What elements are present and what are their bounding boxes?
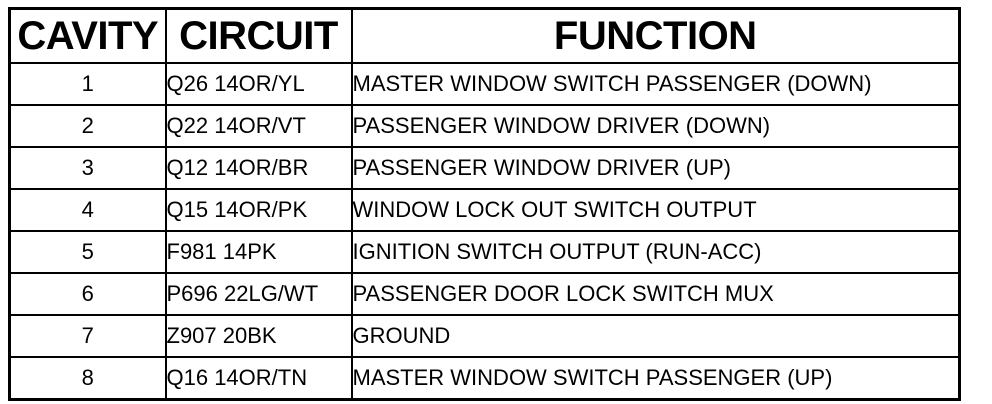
function-cell: GROUND: [350, 314, 961, 358]
header-circuit: CIRCUIT: [164, 7, 353, 64]
circuit-cell: P696 22LG/WT: [164, 272, 353, 316]
table-row: 5 F981 14PK IGNITION SWITCH OUTPUT (RUN-…: [8, 230, 961, 274]
function-cell: PASSENGER WINDOW DRIVER (DOWN): [350, 104, 961, 148]
table-row: 2 Q22 14OR/VT PASSENGER WINDOW DRIVER (D…: [8, 104, 961, 148]
circuit-cell: Q15 14OR/PK: [164, 188, 353, 232]
cavity-cell: 5: [8, 230, 167, 274]
circuit-cell: Q16 14OR/TN: [164, 356, 353, 401]
table-row: 8 Q16 14OR/TN MASTER WINDOW SWITCH PASSE…: [8, 356, 961, 401]
cavity-cell: 4: [8, 188, 167, 232]
header-function: FUNCTION: [350, 7, 961, 64]
circuit-cell: Q26 14OR/YL: [164, 62, 353, 106]
function-cell: PASSENGER DOOR LOCK SWITCH MUX: [350, 272, 961, 316]
function-cell: WINDOW LOCK OUT SWITCH OUTPUT: [350, 188, 961, 232]
table-row: 1 Q26 14OR/YL MASTER WINDOW SWITCH PASSE…: [8, 62, 961, 106]
header-row: CAVITY CIRCUIT FUNCTION: [8, 7, 961, 64]
function-cell: MASTER WINDOW SWITCH PASSENGER (DOWN): [350, 62, 961, 106]
circuit-cell: Z907 20BK: [164, 314, 353, 358]
function-cell: IGNITION SWITCH OUTPUT (RUN-ACC): [350, 230, 961, 274]
cavity-cell: 6: [8, 272, 167, 316]
circuit-cell: Q22 14OR/VT: [164, 104, 353, 148]
cavity-cell: 2: [8, 104, 167, 148]
table-row: 7 Z907 20BK GROUND: [8, 314, 961, 358]
table-row: 4 Q15 14OR/PK WINDOW LOCK OUT SWITCH OUT…: [8, 188, 961, 232]
table-row: 6 P696 22LG/WT PASSENGER DOOR LOCK SWITC…: [8, 272, 961, 316]
cavity-cell: 3: [8, 146, 167, 190]
header-cavity: CAVITY: [8, 7, 167, 64]
cavity-cell: 7: [8, 314, 167, 358]
table-row: 3 Q12 14OR/BR PASSENGER WINDOW DRIVER (U…: [8, 146, 961, 190]
circuit-cell: F981 14PK: [164, 230, 353, 274]
cavity-cell: 1: [8, 62, 167, 106]
circuit-cell: Q12 14OR/BR: [164, 146, 353, 190]
function-cell: MASTER WINDOW SWITCH PASSENGER (UP): [350, 356, 961, 401]
connector-pinout-table: CAVITY CIRCUIT FUNCTION 1 Q26 14OR/YL MA…: [8, 7, 961, 401]
cavity-cell: 8: [8, 356, 167, 401]
function-cell: PASSENGER WINDOW DRIVER (UP): [350, 146, 961, 190]
